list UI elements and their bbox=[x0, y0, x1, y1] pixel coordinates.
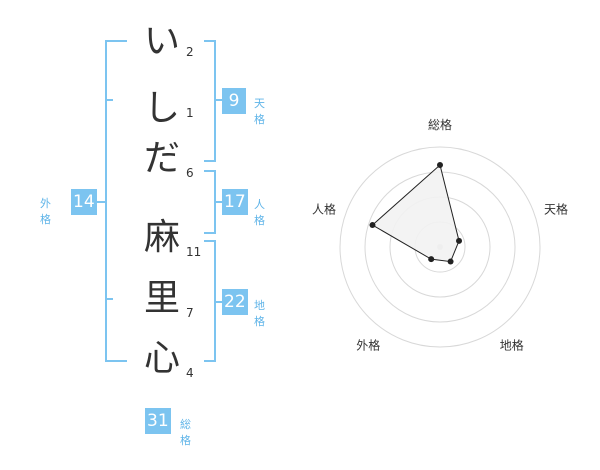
tenkaku-bracket bbox=[204, 40, 216, 162]
chikaku-label: 地格 bbox=[254, 299, 265, 328]
jinkaku-badge: 17 bbox=[222, 189, 248, 215]
gaikaku-bracket-tick bbox=[105, 99, 113, 101]
name-char-5: 里 bbox=[143, 278, 180, 319]
radar-axis-label: 総格 bbox=[428, 117, 452, 132]
jinkaku-label: 人格 bbox=[254, 198, 265, 227]
stroke-count-3: 6 bbox=[186, 166, 194, 180]
stroke-count-4: 11 bbox=[186, 245, 202, 259]
gaikaku-badge: 14 bbox=[71, 189, 97, 215]
radar-axis-label: 地格 bbox=[500, 338, 524, 353]
radar-axis-label: 人格 bbox=[312, 201, 336, 216]
stroke-count-2: 1 bbox=[186, 106, 194, 120]
radar-point bbox=[456, 237, 463, 244]
gaikaku-label: 外格 bbox=[40, 197, 51, 226]
radar-ring bbox=[339, 146, 541, 348]
name-char-3: だ bbox=[143, 138, 180, 179]
radar-axis-label: 天格 bbox=[544, 201, 568, 216]
chikaku-connector bbox=[216, 301, 222, 303]
tenkaku-label: 天格 bbox=[254, 97, 265, 126]
jinkaku-bracket bbox=[204, 170, 216, 234]
soukaku-label: 総格 bbox=[180, 418, 191, 447]
name-char-4: 麻 bbox=[143, 217, 180, 258]
tenkaku-connector bbox=[216, 99, 222, 101]
radar-point bbox=[437, 162, 443, 168]
radar-point bbox=[428, 256, 435, 263]
chikaku-bracket bbox=[204, 240, 216, 362]
radar-point bbox=[369, 222, 376, 229]
name-char-6: 心 bbox=[143, 338, 180, 379]
gaikaku-bracket bbox=[105, 40, 127, 362]
soukaku-badge: 31 bbox=[145, 408, 171, 434]
name-char-2: し bbox=[143, 88, 180, 129]
radar-series-area bbox=[371, 164, 460, 263]
tenkaku-badge: 9 bbox=[222, 88, 246, 114]
stroke-count-1: 2 bbox=[186, 45, 194, 59]
name-char-1: い bbox=[143, 21, 180, 62]
gaikaku-bracket-tick bbox=[105, 298, 113, 300]
radar-point bbox=[447, 258, 454, 265]
chikaku-badge: 22 bbox=[222, 289, 248, 315]
radar-axis-label: 外格 bbox=[356, 338, 380, 353]
stroke-count-6: 4 bbox=[186, 366, 194, 380]
jinkaku-connector bbox=[216, 201, 222, 203]
stroke-count-5: 7 bbox=[186, 306, 194, 320]
gaikaku-connector bbox=[95, 201, 105, 203]
